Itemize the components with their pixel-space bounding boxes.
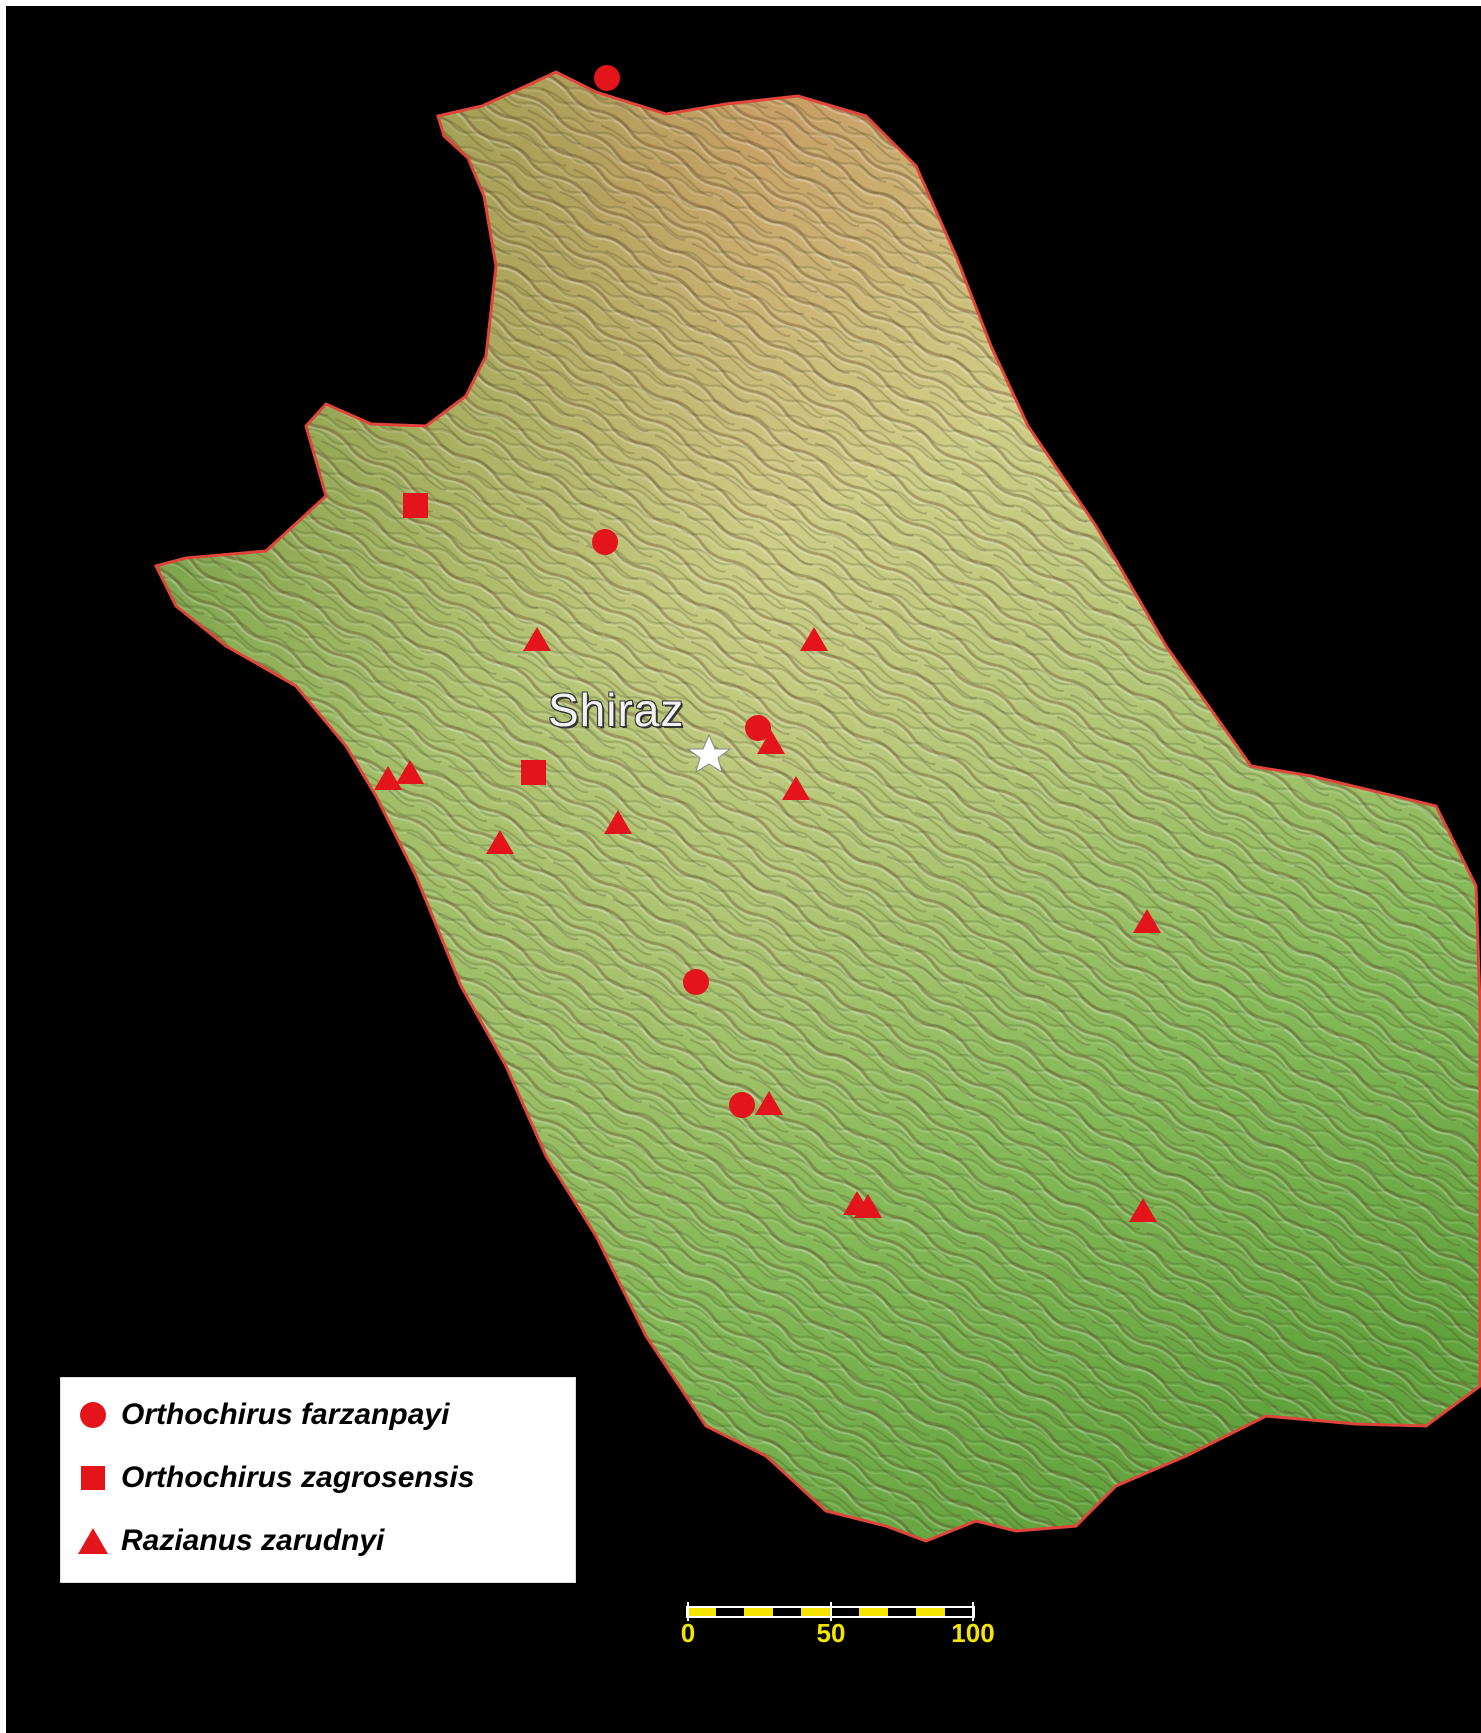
triangle-marker-icon[interactable] xyxy=(374,766,402,790)
circle-marker-icon[interactable] xyxy=(745,715,771,741)
map-legend: Orthochirus farzanpayi Orthochirus zagro… xyxy=(60,1377,576,1583)
legend-item-zagrosensis: Orthochirus zagrosensis xyxy=(75,1453,474,1503)
scale-tick-0: 0 xyxy=(680,1618,696,1648)
triangle-marker-icon[interactable] xyxy=(755,1091,783,1115)
circle-marker-icon[interactable] xyxy=(683,969,709,995)
scale-tick-100: 100 xyxy=(951,1618,995,1648)
triangle-marker-icon[interactable] xyxy=(604,810,632,834)
triangle-marker-icon[interactable] xyxy=(757,730,785,754)
legend-item-farzanpayi: Orthochirus farzanpayi xyxy=(75,1390,449,1440)
scale-bar xyxy=(686,1602,975,1621)
circle-marker-icon[interactable] xyxy=(594,65,620,91)
triangle-marker-icon[interactable] xyxy=(523,627,551,651)
triangle-marker-icon[interactable] xyxy=(782,776,810,800)
map-frame xyxy=(6,6,1481,1733)
scale-tick-50: 50 xyxy=(816,1618,846,1648)
city-label-shiraz: Shiraz xyxy=(548,684,685,736)
triangle-marker-icon xyxy=(75,1526,111,1556)
farzanpayi-markers xyxy=(592,65,771,1118)
relief-map xyxy=(154,65,1481,1621)
triangle-marker-icon[interactable] xyxy=(854,1194,882,1218)
circle-marker-icon[interactable] xyxy=(592,529,618,555)
zarudnyi-markers xyxy=(374,627,1161,1222)
city-star-icon xyxy=(686,733,732,774)
triangle-marker-icon[interactable] xyxy=(396,760,424,784)
legend-item-zarudnyi: Razianus zarudnyi xyxy=(75,1516,384,1566)
square-marker-icon[interactable] xyxy=(521,760,546,785)
legend-label: Orthochirus farzanpayi xyxy=(121,1398,450,1431)
triangle-marker-icon[interactable] xyxy=(1133,909,1161,933)
circle-marker-icon[interactable] xyxy=(729,1092,755,1118)
legend-label: Razianus zarudnyi xyxy=(121,1524,385,1557)
zagrosensis-markers xyxy=(403,493,546,785)
triangle-marker-icon[interactable] xyxy=(1129,1198,1157,1222)
legend-label: Orthochirus zagrosensis xyxy=(121,1461,475,1494)
circle-marker-icon xyxy=(75,1400,111,1430)
triangle-marker-icon[interactable] xyxy=(486,830,514,854)
triangle-marker-icon[interactable] xyxy=(800,627,828,651)
square-marker-icon xyxy=(75,1463,111,1493)
square-marker-icon[interactable] xyxy=(403,493,428,518)
